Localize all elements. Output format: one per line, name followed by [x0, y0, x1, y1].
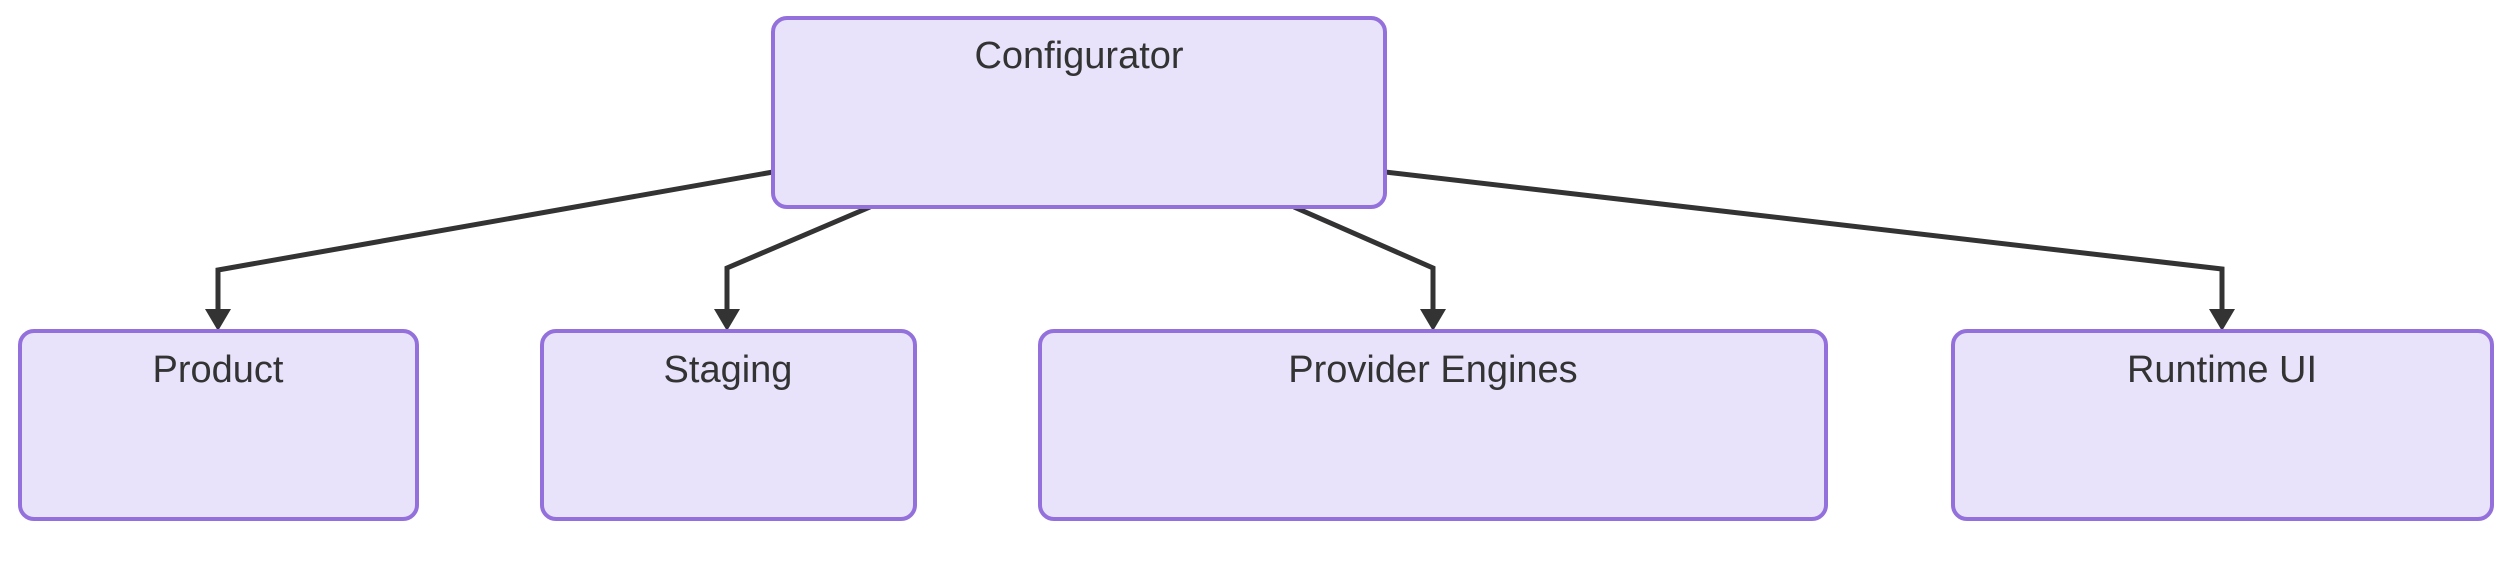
arrowhead-icon — [2209, 309, 2235, 331]
node-box[interactable] — [1951, 329, 2494, 521]
arrowhead-icon — [714, 309, 740, 331]
edges-layer — [205, 169, 2235, 331]
node-configurator[interactable]: Configurator — [771, 16, 1387, 209]
node-box[interactable] — [1038, 329, 1828, 521]
edge-configurator-to-provider-engines — [1292, 204, 1446, 331]
node-staging[interactable]: Staging — [540, 329, 917, 521]
edge-line — [724, 204, 871, 313]
edge-line — [215, 169, 774, 313]
node-product[interactable]: Product — [18, 329, 419, 521]
node-box[interactable] — [18, 329, 419, 521]
edge-configurator-to-product — [205, 169, 774, 331]
arrowhead-icon — [1420, 309, 1446, 331]
node-label: Configurator — [974, 35, 1183, 77]
edge-configurator-to-staging — [714, 204, 871, 331]
node-runtime-ui[interactable]: Runtime UI — [1951, 329, 2494, 521]
arrowhead-icon — [205, 309, 231, 331]
node-label: Provider Engines — [1288, 349, 1577, 391]
edge-line — [1384, 169, 2225, 313]
edge-line — [1292, 204, 1436, 313]
edge-configurator-to-runtime-ui — [1384, 169, 2235, 331]
node-label: Runtime UI — [2127, 349, 2317, 391]
node-label: Product — [153, 349, 284, 391]
node-box[interactable] — [540, 329, 917, 521]
node-box[interactable] — [771, 16, 1387, 209]
node-label: Staging — [664, 349, 793, 391]
node-provider-engines[interactable]: Provider Engines — [1038, 329, 1828, 521]
